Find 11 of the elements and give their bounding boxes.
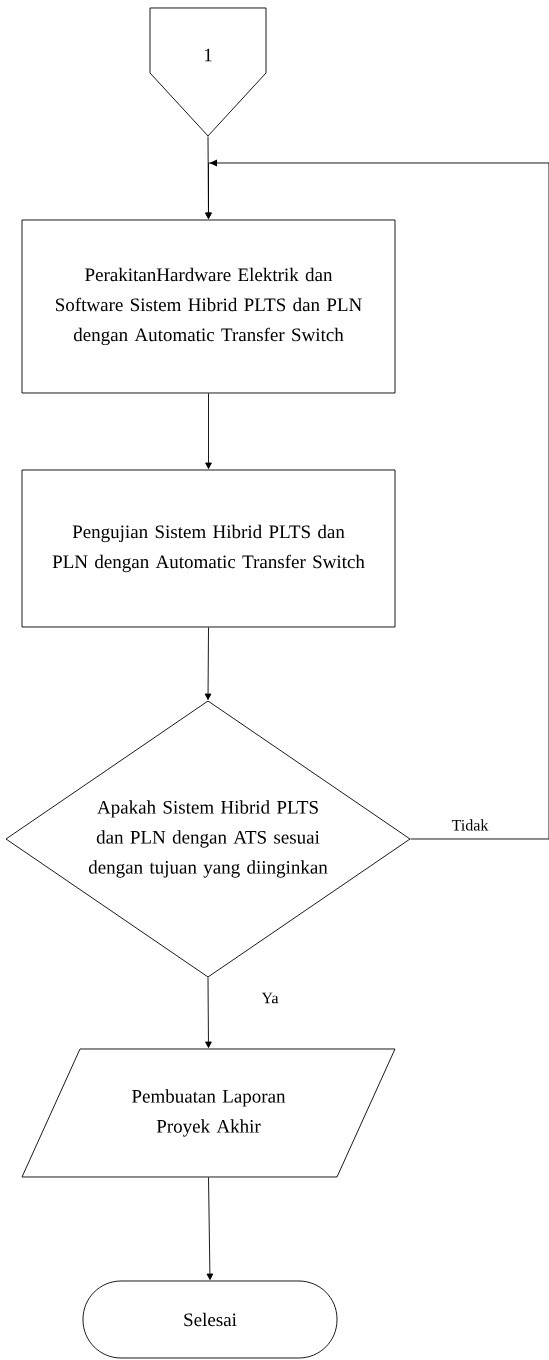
- arrow: [205, 977, 212, 1048]
- process-box: PerakitanHardware Elektrik dan Software Sistem Hibrid PLTS dan PLN dengan Automatic Transfer Switch: [21, 219, 396, 394]
- terminal-capsule: Selesai: [82, 1280, 338, 1359]
- process-box: Pengujian Sistem Hibrid PLTS dan PLN dengan Automatic Transfer Switch: [21, 469, 396, 628]
- arrow: [206, 1177, 214, 1280]
- arrow: [205, 393, 212, 469]
- edge-label: Ya: [260, 991, 280, 1005]
- off-page-connector: 1: [149, 7, 267, 137]
- edge-label: Tidak: [450, 818, 490, 832]
- arrow: [204, 627, 212, 700]
- data-parallelogram: Pembuatan Laporan Proyek Akhir: [21, 1048, 396, 1178]
